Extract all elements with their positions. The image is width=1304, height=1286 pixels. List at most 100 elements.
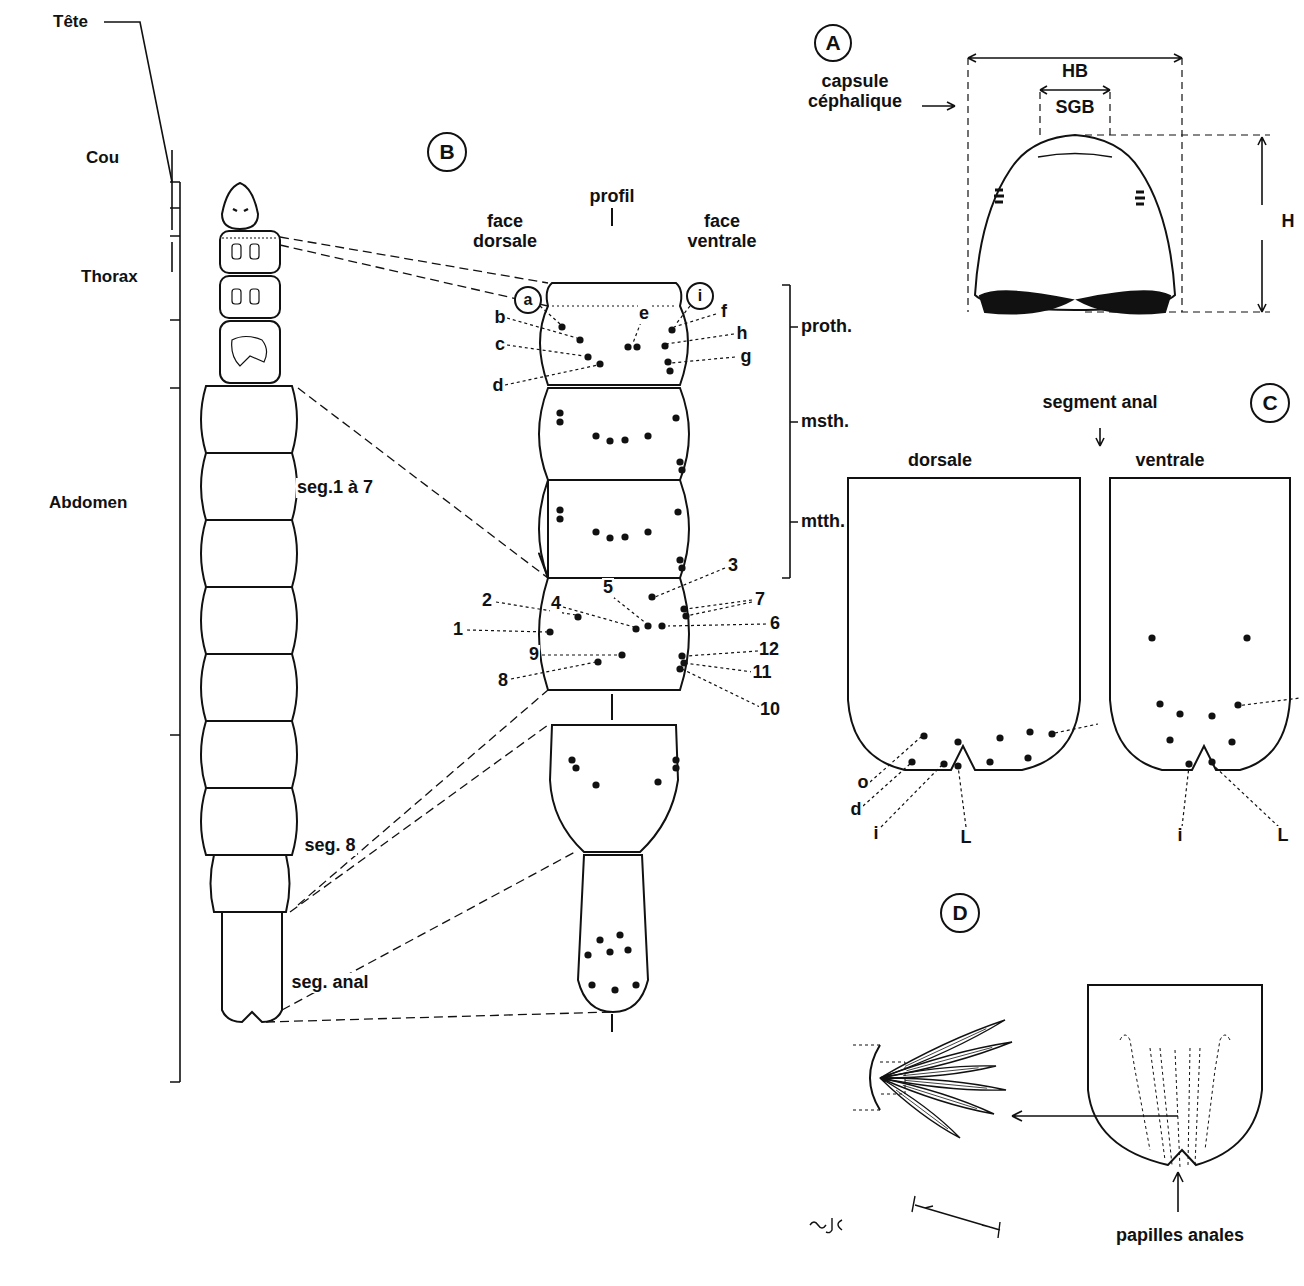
seta-dot <box>666 367 673 374</box>
body-segment <box>201 587 297 654</box>
seta-dot <box>1048 730 1055 737</box>
seta-dot <box>1148 634 1155 641</box>
seta-dot <box>632 981 639 988</box>
part-label: face dorsale <box>464 212 546 252</box>
seta-letter: d <box>492 376 505 396</box>
seta-dot <box>672 756 679 763</box>
seta-dot <box>592 781 599 788</box>
seta-letter: H <box>1281 212 1296 232</box>
callout-number: 4 <box>550 594 562 614</box>
seta-dot <box>621 436 628 443</box>
seta-dot <box>678 564 685 571</box>
circled-letter: C <box>1250 383 1290 423</box>
seta-dot <box>556 515 563 522</box>
part-label: SGB <box>1054 98 1095 118</box>
part-label: papilles anales <box>1115 1226 1245 1246</box>
callout-number: 11 <box>751 663 772 683</box>
papilla <box>880 1078 1006 1090</box>
seta-dot <box>940 760 947 767</box>
seta-dot <box>592 528 599 535</box>
body-segment <box>211 855 290 912</box>
part-label: ventrale <box>1134 451 1205 471</box>
seta-dot <box>920 732 927 739</box>
seta-dot <box>618 651 625 658</box>
seta-letter: e <box>638 304 650 324</box>
seta-dot <box>596 360 603 367</box>
anal-segment-views <box>848 428 1290 770</box>
seta-dot <box>556 418 563 425</box>
head-capsule <box>922 54 1270 314</box>
circle-letter: D <box>952 901 967 925</box>
body-segment <box>201 453 297 520</box>
seta-dot <box>996 734 1003 741</box>
body-segment <box>201 788 297 855</box>
circle-letter: C <box>1262 391 1277 415</box>
callout-number: 6 <box>769 614 781 634</box>
part-label: seg. anal <box>290 973 369 993</box>
circled-letter: a <box>514 286 542 314</box>
circle-letter: i <box>698 287 702 305</box>
seta-letter: f <box>720 302 728 322</box>
seta-dot <box>596 936 603 943</box>
part-label: segment anal <box>1039 393 1161 413</box>
seta-letter: d <box>850 800 863 820</box>
callout-number: 10 <box>759 700 781 720</box>
callout-number: 7 <box>754 590 766 610</box>
seta-letter: i <box>1176 826 1183 846</box>
part-label: seg.1 à 7 <box>296 478 374 498</box>
part-label: proth. <box>800 317 853 337</box>
seta-dot <box>584 353 591 360</box>
part-label: Thorax <box>80 268 139 287</box>
papilla-midline <box>896 1090 948 1129</box>
seta-dot <box>556 409 563 416</box>
callout-number: 1 <box>452 620 464 640</box>
papilla <box>880 1078 960 1138</box>
callout-number: 9 <box>528 645 540 665</box>
seta-dot <box>624 946 631 953</box>
part-label: msth. <box>800 412 850 432</box>
seta-dot <box>1026 728 1033 735</box>
body-segment <box>201 520 297 587</box>
seta-dot <box>664 358 671 365</box>
circle-letter: B <box>439 140 454 164</box>
circle-letter: A <box>825 31 840 55</box>
seta-letter: h <box>736 324 749 344</box>
seta-dot <box>1156 700 1163 707</box>
seta-letter: b <box>494 308 507 328</box>
seta-dot <box>633 343 640 350</box>
seta-dot <box>616 931 623 938</box>
seta-dot <box>621 533 628 540</box>
body-brackets <box>104 22 180 1082</box>
part-label: face ventrale <box>681 212 763 252</box>
seta-letter: o <box>857 773 870 793</box>
seta-dot <box>1234 701 1241 708</box>
seta-dot <box>1243 634 1250 641</box>
seta-dot <box>584 951 591 958</box>
seta-dot <box>1166 736 1173 743</box>
seta-dot <box>572 764 579 771</box>
seta-dot <box>644 622 651 629</box>
enlarged-profile <box>539 208 798 1032</box>
seta-letter: L <box>1277 826 1290 846</box>
seta-dot <box>676 556 683 563</box>
projection-lines <box>266 237 612 1022</box>
part-label: HB <box>1061 62 1089 82</box>
papilla <box>880 1078 994 1114</box>
seta-dot <box>606 534 613 541</box>
seta-dot <box>606 948 613 955</box>
seta-dot <box>624 343 631 350</box>
callout-number: 2 <box>481 591 493 611</box>
seta-dot <box>606 437 613 444</box>
body-segment <box>201 654 297 721</box>
papilla <box>880 1020 1005 1078</box>
body-segment <box>201 721 297 788</box>
seta-dot <box>678 652 685 659</box>
circled-letter: D <box>940 893 980 933</box>
part-label: Cou <box>85 149 120 168</box>
circle-letter: a <box>524 291 533 309</box>
seta-dot <box>986 758 993 765</box>
seta-dot <box>648 593 655 600</box>
anal-segment <box>222 912 282 1022</box>
